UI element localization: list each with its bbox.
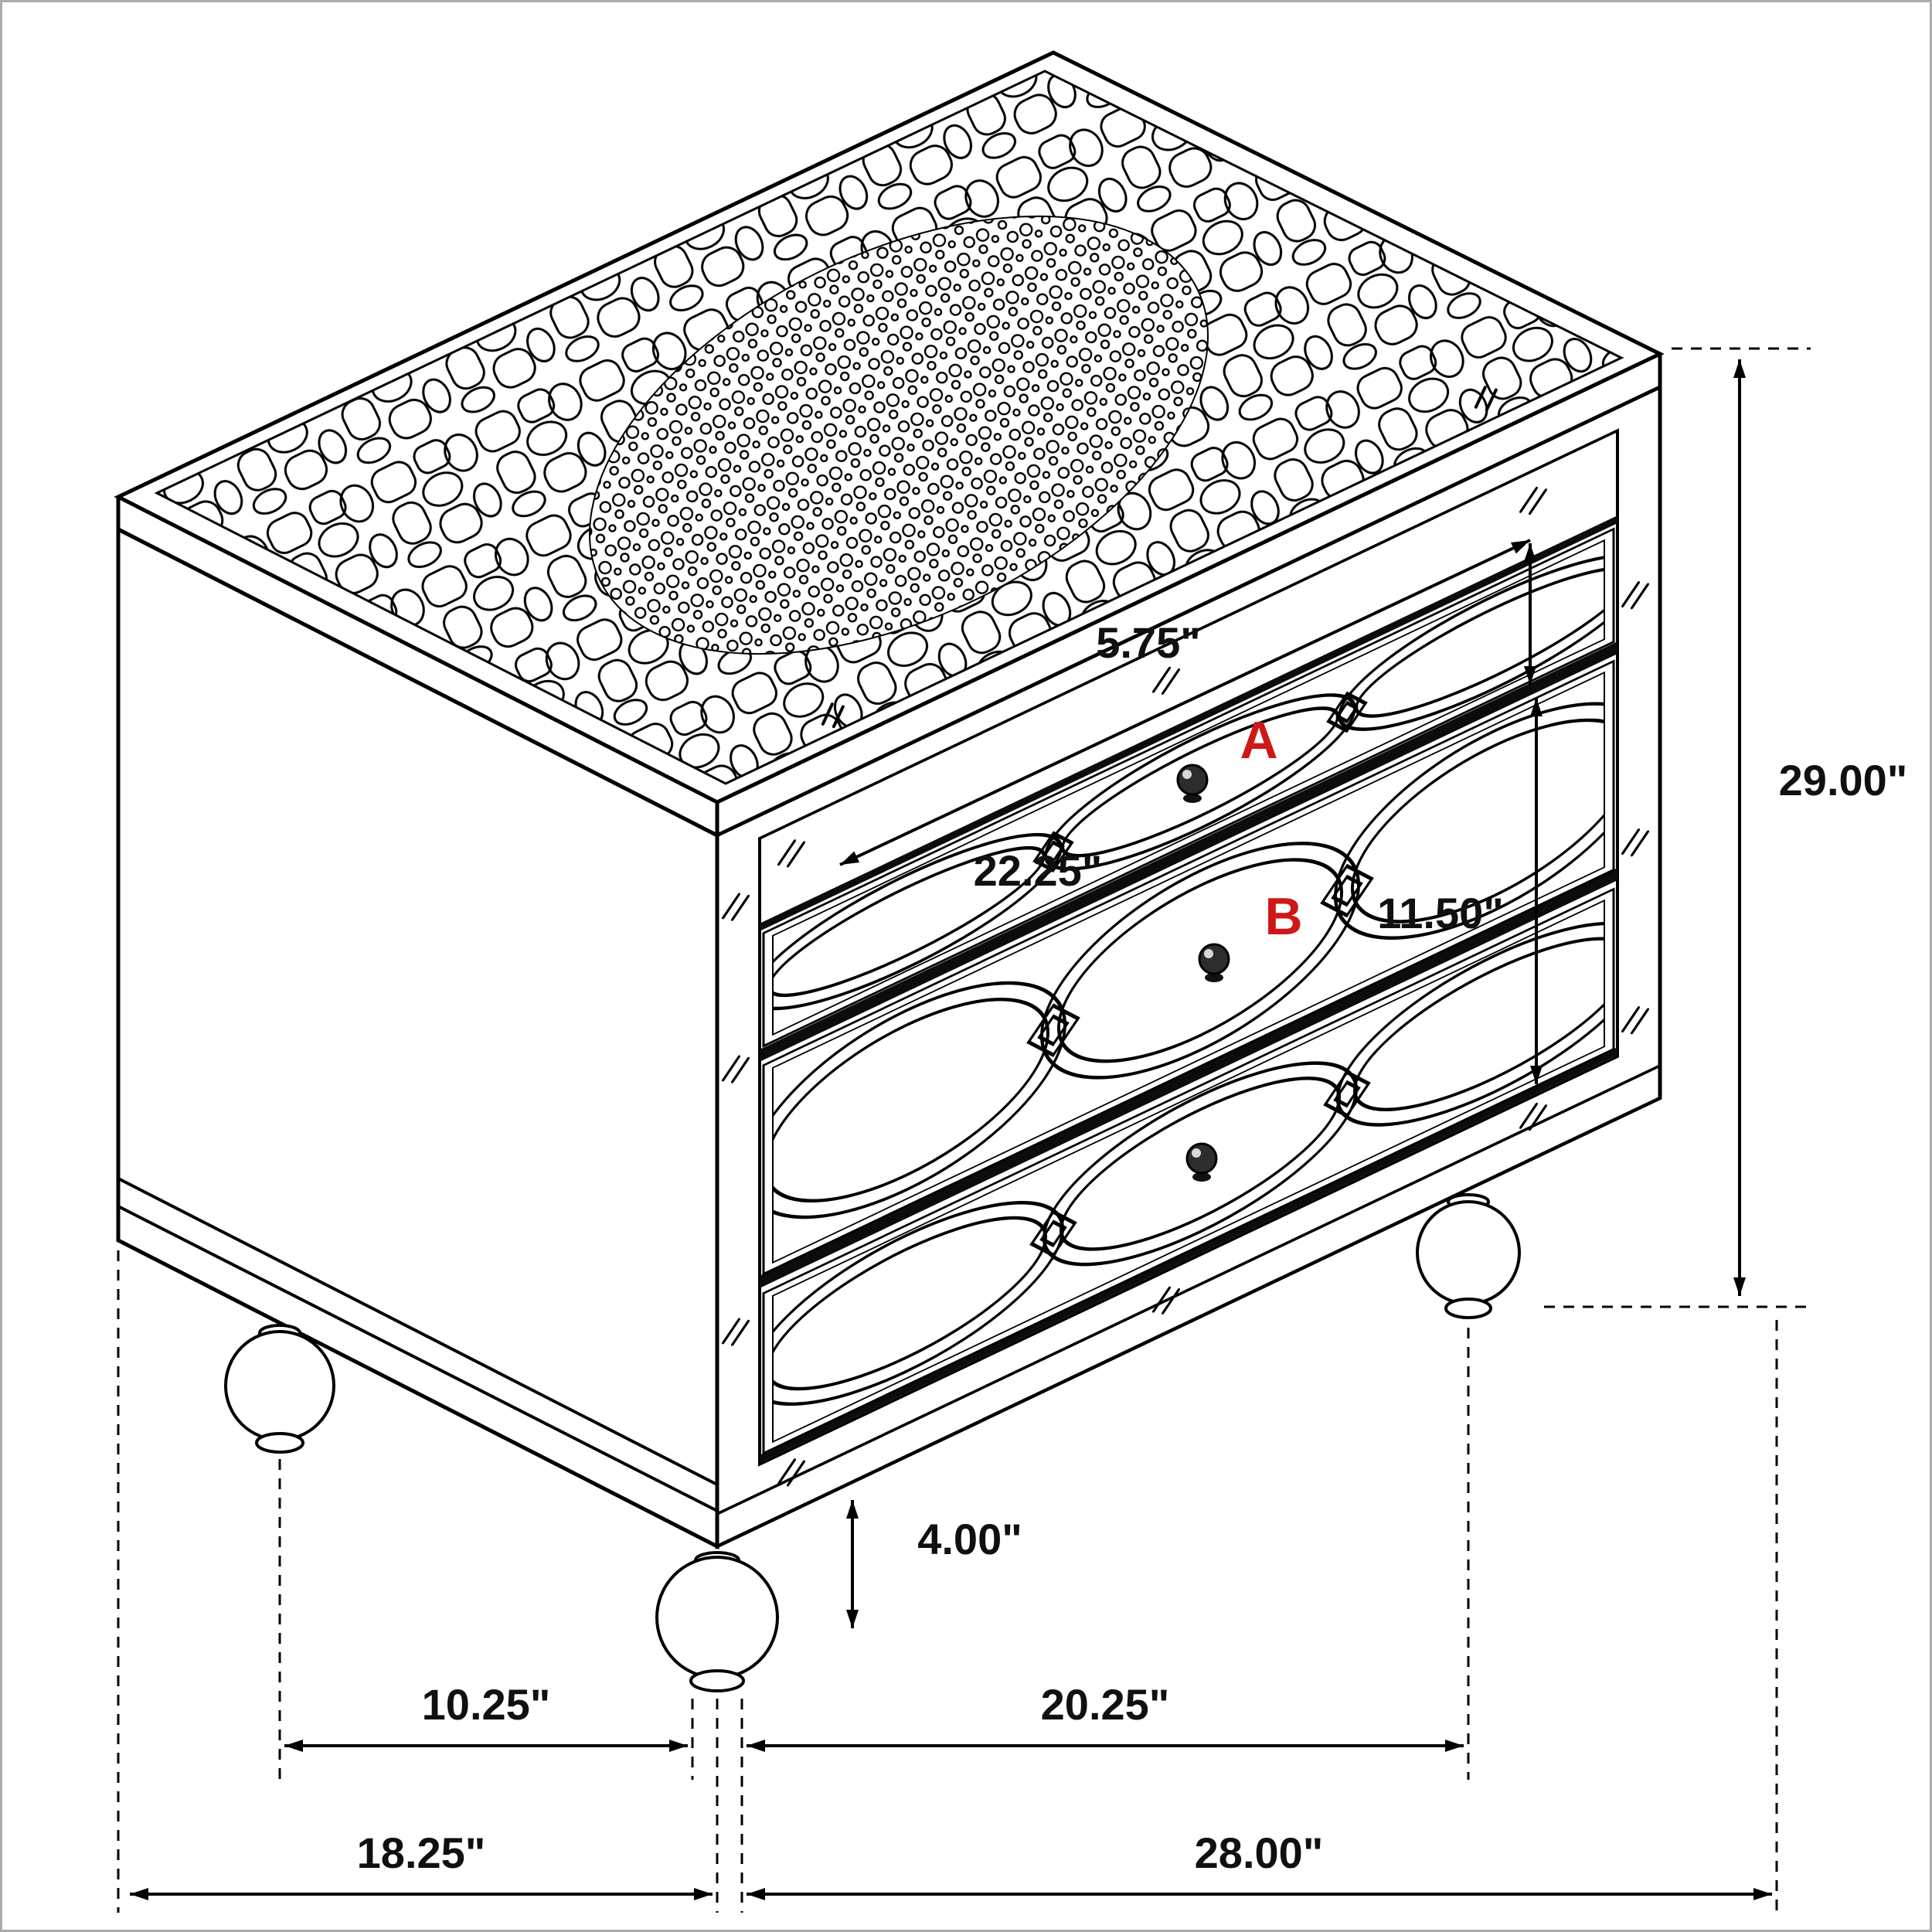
dim-drawer-width-arrow (839, 539, 1531, 866)
dim-overall-width-label: 28.00" (1195, 1828, 1324, 1877)
bun-foot-left (224, 1324, 335, 1454)
bun-foot-front (655, 1551, 779, 1692)
knob-middle-icon (1198, 943, 1230, 982)
dim-leg-spacing-width-label: 20.25" (1041, 1680, 1170, 1729)
extension-lines (117, 347, 1811, 1913)
dim-drawer-width-label: 22.25" (974, 846, 1103, 895)
dim-overall-depth-label: 18.25" (357, 1828, 486, 1877)
front-base-molding (717, 1064, 1660, 1515)
dim-overall-height-label: 29.00" (1779, 756, 1908, 804)
dim-lower-drawer-height-label: 11.50" (1377, 889, 1504, 937)
callout-a: A (1240, 711, 1277, 770)
dim-leg-height-label: 4.00" (917, 1515, 1022, 1563)
dim-top-drawer-height-label: 5.75" (1096, 618, 1201, 667)
side-base-molding (117, 1177, 718, 1512)
dimension-arrows (130, 359, 1772, 1900)
bun-foot-right (1416, 1193, 1521, 1319)
dim-leg-spacing-depth-label: 10.25" (422, 1680, 551, 1729)
drawer-bottom (762, 887, 1615, 1455)
knob-bottom-icon (1185, 1142, 1218, 1182)
drawer-bottom-trellis (773, 921, 1604, 1406)
callout-b: B (1264, 887, 1302, 946)
dimension-labels: 5.75" 11.50" 22.25" 29.00" 4.00" 10.25" … (357, 618, 1908, 1877)
